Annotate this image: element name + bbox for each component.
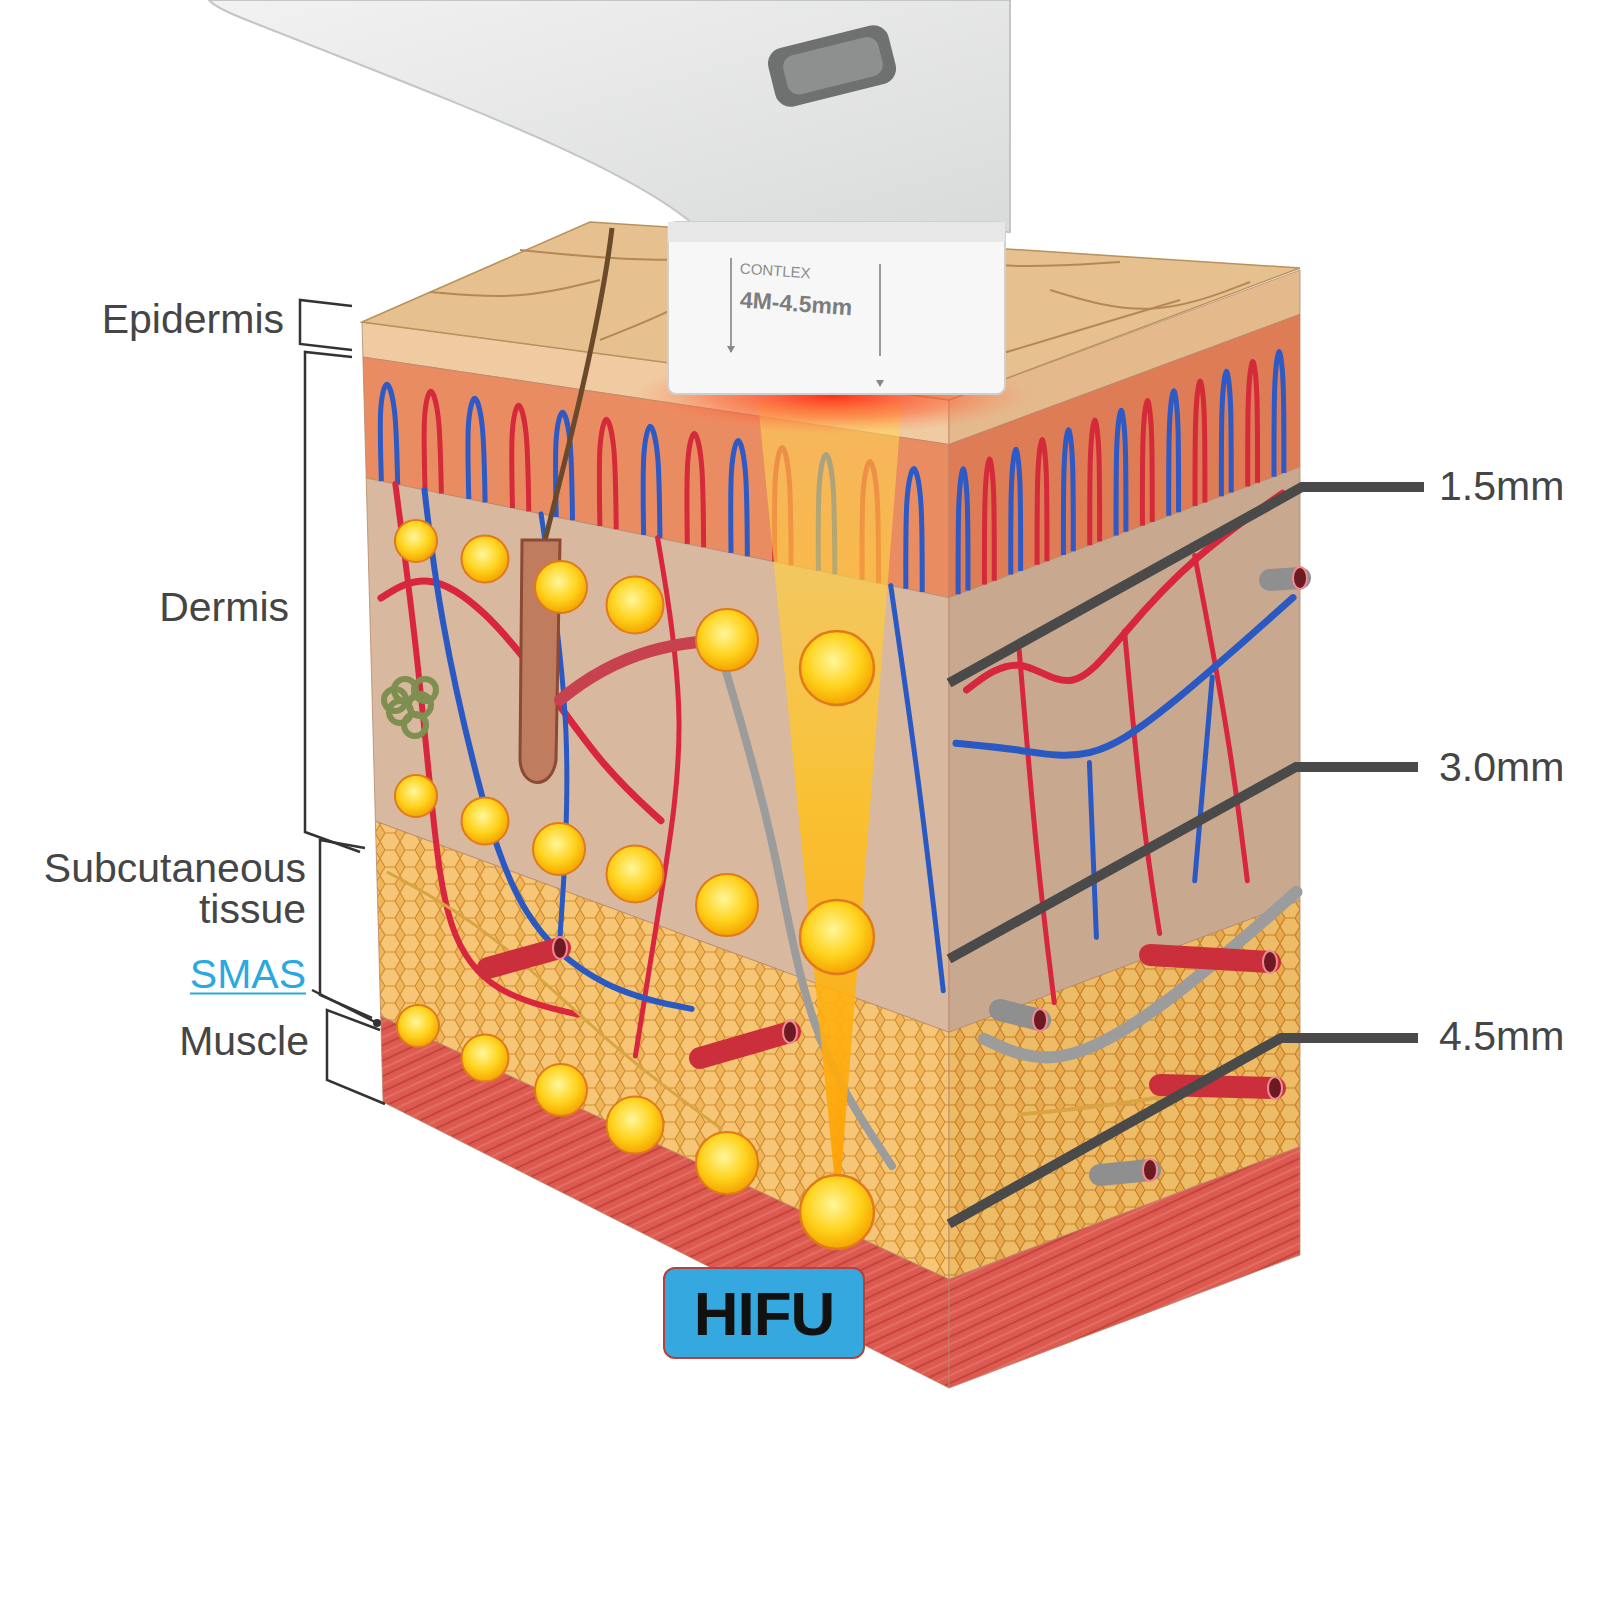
thermal-dot xyxy=(395,520,437,562)
blood-vessel xyxy=(891,586,944,991)
capillary-loop xyxy=(1195,381,1205,506)
thermal-dot xyxy=(607,846,664,903)
vessel-opening xyxy=(1263,951,1277,973)
thermal-dot xyxy=(462,536,509,583)
blood-vessel xyxy=(1019,650,1054,1002)
capillary-loop xyxy=(984,459,994,584)
thermal-dot xyxy=(395,775,437,817)
capillary-loop xyxy=(1090,420,1100,545)
vessel-tube xyxy=(700,1032,790,1058)
thermal-dot xyxy=(535,561,587,613)
blood-vessel xyxy=(424,490,691,1009)
capillary-loop xyxy=(1248,361,1258,486)
capillary-loop xyxy=(1063,430,1073,555)
blood-vessel xyxy=(1125,631,1160,933)
skin-layer xyxy=(381,1016,949,1388)
capillary-loop xyxy=(468,398,485,502)
thermal-dot xyxy=(696,609,758,671)
vessel-opening xyxy=(1293,567,1307,589)
skin-cell-line xyxy=(430,280,600,296)
skin-layer xyxy=(949,1147,1300,1388)
vessel-tube xyxy=(1160,1085,1275,1088)
thermal-dot xyxy=(462,1035,509,1082)
layer-label: SMAS xyxy=(190,954,306,995)
thermal-dot xyxy=(696,1132,758,1194)
vessel-opening xyxy=(553,937,567,959)
capillary-loop xyxy=(1169,391,1179,516)
capillary-loop xyxy=(512,405,529,511)
capillary-loop xyxy=(1274,352,1284,477)
thermal-dot xyxy=(462,798,509,845)
layer-label: Muscle xyxy=(179,1021,309,1062)
thermal-dot xyxy=(607,577,664,634)
sweat-gland xyxy=(414,679,436,701)
skin-surface xyxy=(362,222,1300,400)
vessel-opening xyxy=(1033,1009,1047,1031)
focal-point xyxy=(800,631,874,705)
blood-vessel xyxy=(388,872,721,1128)
vessel-opening xyxy=(1143,1159,1157,1181)
capillary-loop xyxy=(643,426,660,538)
layer-bracket xyxy=(300,300,385,1104)
blood-vessel xyxy=(1195,555,1248,880)
thermal-dot xyxy=(533,823,585,875)
focal-point xyxy=(800,1175,874,1249)
capillary-loop xyxy=(380,384,397,484)
vessel-tube xyxy=(1150,955,1270,962)
ultrasound-beam xyxy=(758,402,902,1214)
label-badge: HIFU xyxy=(663,1267,865,1359)
capillary-loop xyxy=(687,433,704,547)
sweat-gland xyxy=(384,689,406,711)
focal-point xyxy=(800,900,874,974)
skin-cell-line xyxy=(1050,282,1250,309)
badge-text: HIFU xyxy=(694,1278,835,1349)
layer-label: Dermis xyxy=(159,587,289,628)
capillary-loop xyxy=(1221,371,1231,496)
cartridge-text: CONTLEX xyxy=(739,261,811,281)
thermal-dot xyxy=(607,1097,664,1154)
hifu-handpiece xyxy=(209,0,1032,434)
blood-vessel xyxy=(1195,677,1213,881)
depth-label: 4.5mm xyxy=(1439,1016,1564,1057)
capillary-loop xyxy=(1037,440,1047,565)
capillary-loop xyxy=(1116,410,1126,535)
capillary-loop xyxy=(1011,449,1021,574)
depth-label: 1.5mm xyxy=(1439,466,1564,507)
sweat-gland xyxy=(404,714,426,736)
capillary-loop xyxy=(424,391,441,493)
depth-label: 3.0mm xyxy=(1439,747,1564,788)
thermal-dot xyxy=(397,1005,439,1047)
layer-label: Epidermis xyxy=(102,299,284,340)
blood-vessel xyxy=(1089,762,1096,937)
cartridge-text: 4M-4.5mm xyxy=(739,289,853,320)
thermal-dot xyxy=(535,1064,587,1116)
layer-label: Subcutaneous tissue xyxy=(24,848,306,930)
vessel-tube xyxy=(488,948,560,968)
vessel-opening xyxy=(783,1021,797,1043)
capillary-loop xyxy=(599,419,616,529)
depth-leader xyxy=(949,487,1424,1224)
capillary-loop xyxy=(731,440,748,556)
blood-vessel xyxy=(956,598,1293,755)
capillary-loop xyxy=(906,468,922,592)
thermal-dot xyxy=(696,874,758,936)
capillary-loop xyxy=(1142,401,1152,526)
hair-shaft xyxy=(540,228,612,560)
capillary-loop xyxy=(958,469,968,594)
vessel-opening xyxy=(1268,1077,1282,1099)
